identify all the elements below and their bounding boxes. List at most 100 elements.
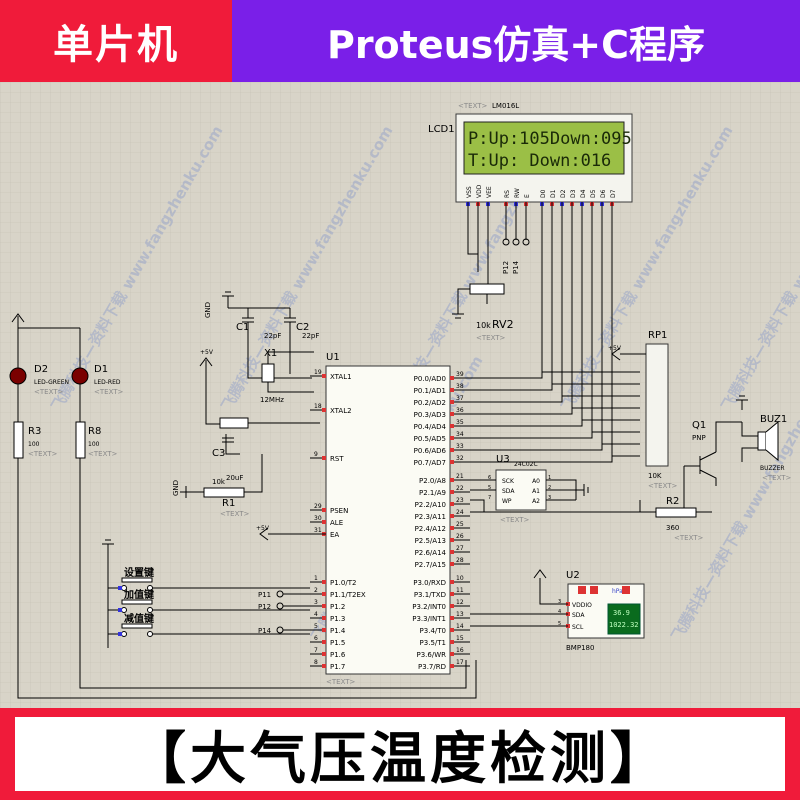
u1-pin-marker	[322, 616, 326, 620]
u1-pin-marker	[322, 456, 326, 460]
d1-ref: D1	[94, 364, 108, 375]
ea-vcc-label: +5V	[256, 525, 270, 532]
rv2-value: 10k	[476, 321, 491, 330]
u3-ref: U3	[496, 454, 510, 465]
u1-pin-name: XTAL2	[330, 407, 352, 415]
u1-pin-name: P3.1/TXD	[414, 591, 446, 599]
p1-net-label: P11	[258, 591, 271, 599]
lcd-module[interactable]: LCD1 <TEXT> LM016L P:Up:105Down:095 T:Up…	[428, 102, 633, 206]
u1-pin-number: 31	[314, 527, 322, 534]
potentiometer-rv2[interactable]: 10k RV2 <TEXT>	[452, 283, 514, 342]
lcd-pin-label: D7	[610, 189, 617, 198]
resistor-pack-rp1[interactable]: RP1 10K <TEXT> +5V	[608, 330, 678, 490]
u1-pin-name: P0.4/AD4	[414, 423, 447, 431]
u1-pin-number: 36	[456, 407, 464, 414]
resistor-r8[interactable]: R8 100 <TEXT>	[75, 421, 467, 689]
buzzer-buz1[interactable]: BUZ1 BUZZER <TEXT>	[736, 395, 792, 482]
u1-pin-name: P3.6/WR	[417, 651, 447, 659]
gnd-label: GND	[204, 302, 212, 318]
u1-pin-number: 21	[456, 473, 464, 480]
u1-pin-name: P1.0/T2	[330, 579, 356, 587]
u1-pin-marker	[322, 520, 326, 524]
u3-pin-name: A0	[532, 478, 540, 485]
buz1-ref: BUZ1	[760, 414, 787, 425]
footer-bar: 【大气压温度检测】	[0, 708, 800, 800]
r1-text-tag: <TEXT>	[220, 510, 250, 518]
u1-pin-number: 22	[456, 485, 464, 492]
u1-pin-number: 39	[456, 371, 464, 378]
lcd-pin-label: E	[524, 194, 531, 198]
led-d1[interactable]: D1 LED-RED <TEXT>	[18, 327, 124, 422]
ea-supply: +5V	[256, 525, 326, 541]
u1-pin-marker	[322, 408, 326, 412]
lcd-nodes	[502, 238, 530, 246]
u1-pin-name: P1.3	[330, 615, 345, 623]
u1-pin-name: P2.6/A14	[415, 549, 447, 557]
resistor-r2[interactable]: R2 360 <TEXT>	[470, 496, 712, 542]
u1-pin-marker	[450, 448, 454, 452]
u2-pin-number: 3	[558, 599, 561, 605]
u1-pin-name: RST	[330, 455, 344, 463]
u1-pin-marker	[450, 490, 454, 494]
u1-pin-marker	[450, 424, 454, 428]
c1-ref: C1	[236, 322, 249, 333]
button-label: 设置键	[124, 566, 155, 579]
u1-pin-number: 15	[456, 635, 464, 642]
u1-text-tag: <TEXT>	[326, 678, 356, 686]
crystal-section[interactable]: GND C1 22pF C2 22pF X1 12MHz	[204, 291, 319, 404]
lcd-pin-label: D1	[550, 189, 557, 198]
u1-pin-marker	[322, 628, 326, 632]
u1-pin-marker	[450, 604, 454, 608]
u1-pin-number: 1	[314, 575, 318, 582]
u1-pin-marker	[450, 628, 454, 632]
led-d2[interactable]: D2 LED-GREEN <TEXT>	[9, 313, 69, 422]
u1-pin-marker	[450, 592, 454, 596]
reset-network[interactable]: +5V C3 20uF GND R1 10k <TEXT>	[172, 349, 320, 518]
u1-pin-name: P0.0/AD0	[414, 375, 446, 383]
lcd-pin-label: D5	[590, 189, 597, 198]
u1-pin-number: 28	[456, 557, 464, 564]
u1-pin-number: 4	[314, 611, 318, 618]
p1-net-label: P14	[258, 627, 272, 635]
u1-pin-marker	[450, 400, 454, 404]
rp1-value: 10K	[648, 472, 662, 480]
u1-pin-number: 34	[456, 431, 464, 438]
mcu-u1[interactable]: U1 <TEXT> 19XTAL118XTAL29RST29PSEN30ALE3…	[310, 352, 470, 686]
u1-pin-number: 26	[456, 533, 464, 540]
u1-pin-number: 6	[314, 635, 318, 642]
u2-unit: hPa	[612, 588, 623, 595]
u1-pin-name: P0.5/AD5	[414, 435, 446, 443]
push-button[interactable]: 减值键	[108, 612, 310, 637]
u1-pin-marker	[322, 374, 326, 378]
header-right-title: Proteus仿真+C程序	[232, 0, 800, 82]
u1-pin-number: 37	[456, 395, 464, 402]
u3-pin-number: 5	[488, 485, 491, 491]
rv2-text-tag: <TEXT>	[476, 334, 506, 342]
u3-pin-number: 6	[488, 475, 491, 481]
u1-pin-name: P3.2/INT0	[412, 603, 446, 611]
push-button[interactable]: 设置键	[108, 566, 310, 591]
u1-pin-list: 19XTAL118XTAL29RST29PSEN30ALE31EA1P1.0/T…	[310, 369, 470, 671]
u1-pin-number: 24	[456, 509, 464, 516]
button-label: 加值键	[123, 588, 155, 601]
lcd-line-2: T:Up: Down:016	[468, 151, 611, 171]
u1-pin-number: 5	[314, 623, 318, 630]
lcd-pin-label: RS	[504, 190, 511, 198]
lcd-pin-label: D6	[600, 189, 607, 198]
u1-pin-marker	[322, 592, 326, 596]
d2-part: LED-GREEN	[34, 379, 69, 386]
r8-text-tag: <TEXT>	[88, 450, 118, 458]
u1-pin-name: P3.3/INT1	[412, 615, 446, 623]
u1-pin-marker	[322, 664, 326, 668]
u1-pin-marker	[322, 508, 326, 512]
d1-text-tag: <TEXT>	[94, 388, 124, 396]
push-button[interactable]: 加值键	[108, 588, 310, 613]
u2-pressure: 1022.32	[609, 621, 639, 629]
u1-pin-number: 8	[314, 659, 318, 666]
resistor-r3[interactable]: R3 100 <TEXT>	[13, 421, 477, 699]
